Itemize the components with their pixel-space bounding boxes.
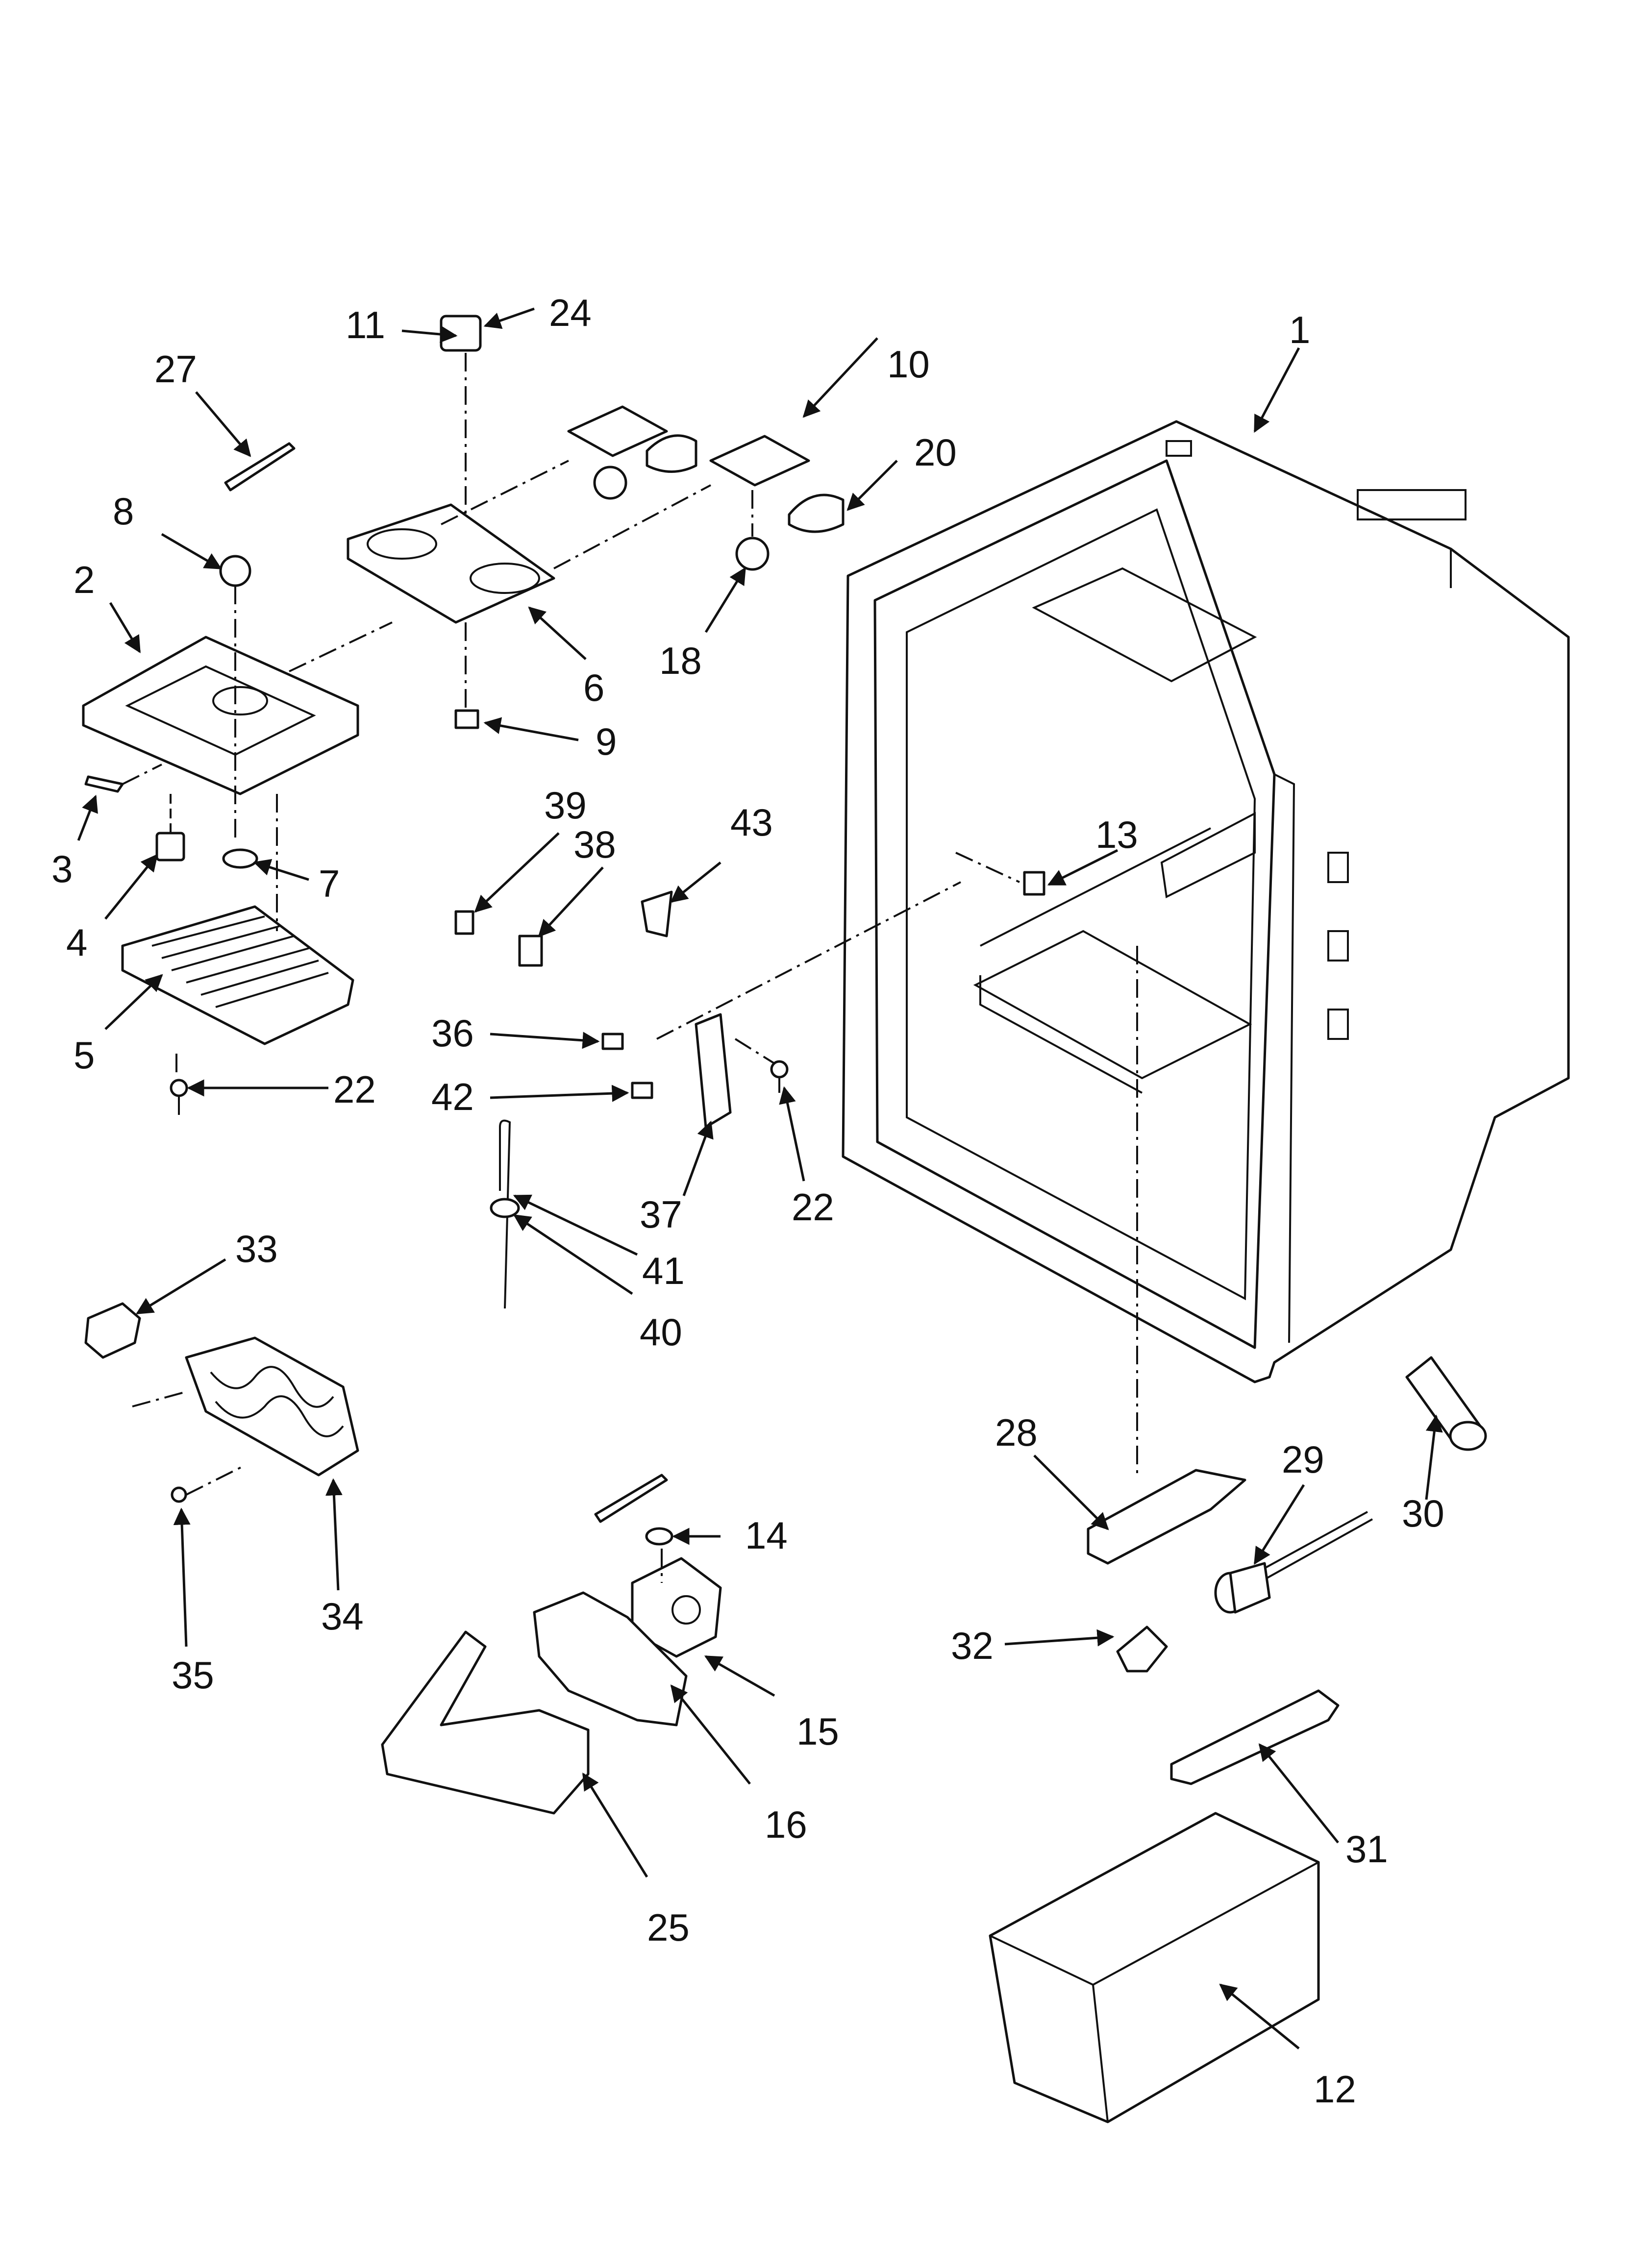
callout-39: 39 (544, 784, 587, 827)
part-8-gear (219, 555, 251, 587)
part-39-clip (454, 910, 474, 935)
part-27-harness (224, 442, 296, 492)
callout-35: 35 (172, 1653, 214, 1697)
part-14-harness (594, 1474, 668, 1523)
part-20-bulb (788, 493, 845, 533)
part-12-bin (989, 1812, 1320, 2123)
callout-41: 41 (642, 1249, 685, 1292)
part-38-bracket (518, 935, 543, 967)
callout-13: 13 (1095, 813, 1138, 856)
callout-3: 3 (51, 847, 73, 890)
part-35-screw (171, 1486, 187, 1503)
part-5-ribbed-cover (121, 905, 354, 1045)
callout-15: 15 (796, 1710, 839, 1753)
callout-28: 28 (995, 1411, 1038, 1454)
callout-6: 6 (583, 666, 604, 709)
part-14-grommet (645, 1527, 673, 1546)
assembly-lines (122, 353, 1138, 1583)
part-15-valve (631, 1557, 722, 1658)
part-34-heater (185, 1336, 359, 1477)
callout-40: 40 (640, 1310, 682, 1354)
part-36-clip (601, 1033, 624, 1050)
part-10-housing-b (567, 405, 668, 457)
callout-16: 16 (765, 1803, 807, 1846)
part-20-bulb-b (646, 434, 697, 473)
callout-7: 7 (319, 862, 340, 905)
callout-11: 11 (346, 303, 385, 346)
callout-37: 37 (640, 1193, 682, 1236)
part-28-bracket (1087, 1469, 1246, 1565)
callout-22-upper: 22 (333, 1068, 376, 1111)
part-1-liner (842, 420, 1570, 1383)
part-30-cylinder (1405, 1356, 1487, 1451)
part-4-switch (155, 794, 185, 862)
part-29-lamp (1214, 1511, 1373, 1614)
part-2-cover (82, 636, 359, 795)
part-9-clip (454, 709, 479, 729)
part-7-grommet (222, 848, 258, 869)
callout-31: 31 (1345, 1827, 1388, 1871)
part-33-nut (84, 1302, 141, 1359)
callout-2: 2 (74, 558, 95, 601)
callout-4: 4 (66, 921, 87, 964)
callout-36: 36 (431, 1011, 474, 1055)
callout-25: 25 (647, 1906, 690, 1949)
part-31-rail (1170, 1689, 1340, 1785)
callout-20: 20 (914, 431, 957, 474)
part-6-plate (347, 503, 555, 624)
callout-22-lower: 22 (792, 1185, 834, 1229)
part-18-socket (735, 537, 770, 571)
part-24-module (440, 315, 482, 352)
callout-14: 14 (745, 1514, 788, 1557)
callout-12: 12 (1314, 2068, 1356, 2111)
callout-8: 8 (113, 490, 134, 533)
part-40-rod (499, 1119, 511, 1309)
callout-30: 30 (1402, 1492, 1444, 1535)
callout-32: 32 (951, 1624, 994, 1667)
callout-10: 10 (887, 343, 930, 386)
part-18-socket-b (593, 466, 627, 500)
callout-38: 38 (573, 823, 616, 866)
part-22-screw-b (770, 1060, 789, 1093)
leader-lines (77, 307, 1443, 2049)
callout-34: 34 (321, 1595, 364, 1638)
part-25-duct (381, 1630, 590, 1815)
callout-5: 5 (74, 1034, 95, 1077)
callout-labels: 1 2 3 4 5 6 7 8 9 10 11 12 13 14 15 16 1… (51, 291, 1444, 2111)
callout-24: 24 (549, 291, 592, 334)
part-43-tab (641, 890, 673, 937)
part-10-housing (709, 435, 810, 487)
part-22-screw (170, 1079, 188, 1115)
callout-9: 9 (596, 720, 617, 763)
callout-33: 33 (235, 1227, 278, 1270)
callout-1: 1 (1289, 308, 1310, 351)
part-37-bracket (695, 1013, 732, 1129)
callout-18: 18 (659, 639, 702, 682)
callout-43: 43 (730, 801, 773, 844)
part-42-clip (631, 1082, 653, 1099)
callout-29: 29 (1282, 1438, 1324, 1481)
callout-27: 27 (154, 347, 197, 391)
part-32-sensor (1116, 1626, 1168, 1673)
callout-42: 42 (431, 1075, 474, 1118)
part-16-housing (533, 1591, 688, 1726)
part-3-strip (84, 775, 124, 793)
part-41-spacer (490, 1198, 520, 1218)
part-13-clip (1023, 871, 1045, 896)
